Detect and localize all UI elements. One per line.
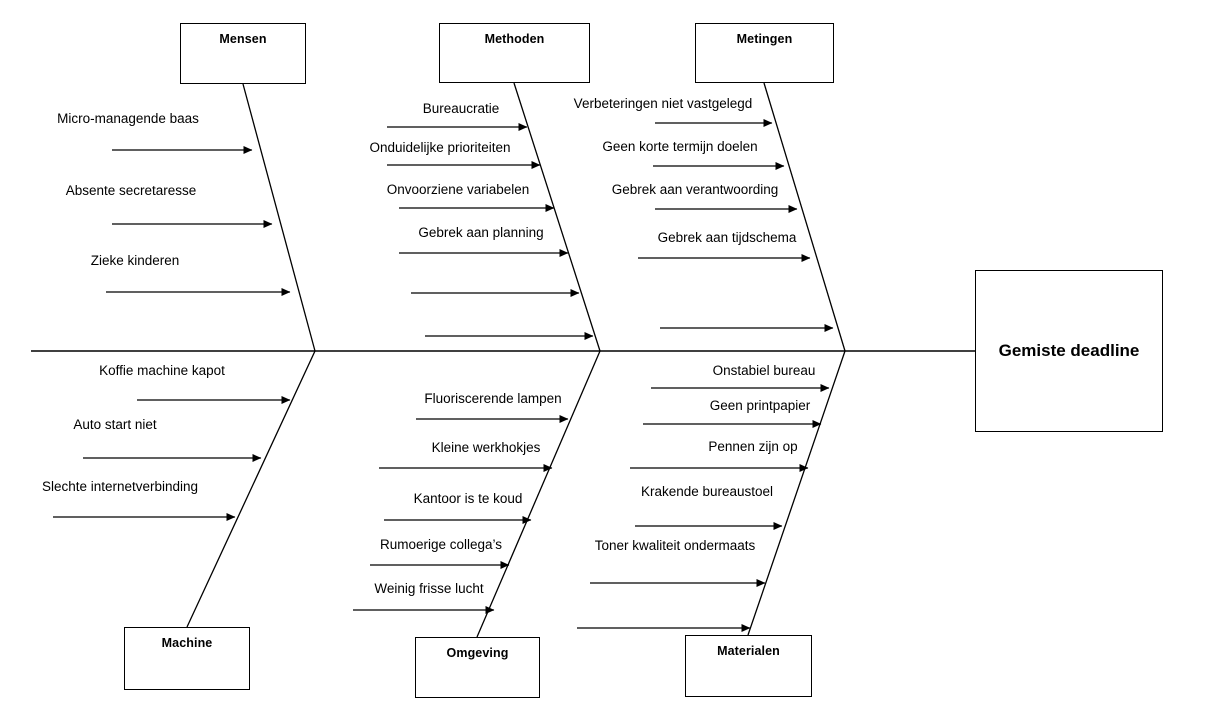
cause-label-omgeving-1: Fluoriscerende lampen [424, 391, 562, 406]
category-label-mensen: Mensen [219, 32, 267, 46]
cause-label-metingen-1: Verbeteringen niet vastgelegd [573, 96, 753, 111]
rib-materialen [747, 350, 846, 636]
effect-box[interactable]: Gemiste deadline [975, 270, 1163, 432]
cause-label-methoden-2: Onduidelijke prioriteiten [369, 140, 511, 155]
category-label-metingen: Metingen [736, 32, 793, 46]
category-box-materialen[interactable]: Materialen [685, 635, 812, 697]
rib-methoden [513, 82, 601, 352]
rib-metingen [763, 82, 846, 352]
cause-label-machine-3: Slechte internetverbinding [41, 479, 199, 494]
category-box-omgeving[interactable]: Omgeving [415, 637, 540, 698]
category-box-methoden[interactable]: Methoden [439, 23, 590, 83]
cause-label-materialen-3: Pennen zijn op [708, 439, 798, 454]
cause-label-methoden-1: Bureaucratie [422, 101, 500, 116]
cause-label-materialen-2: Geen printpapier [709, 398, 811, 413]
category-label-machine: Machine [161, 636, 213, 650]
category-label-methoden: Methoden [484, 32, 545, 46]
cause-label-materialen-1: Onstabiel bureau [712, 363, 816, 378]
effect-label: Gemiste deadline [998, 341, 1140, 360]
cause-label-metingen-2: Geen korte termijn doelen [602, 139, 758, 154]
cause-label-metingen-3: Gebrek aan verantwoording [611, 182, 779, 197]
cause-label-mensen-1: Micro-managende baas [57, 111, 199, 126]
cause-label-methoden-4: Gebrek aan planning [418, 225, 544, 240]
category-box-metingen[interactable]: Metingen [695, 23, 834, 83]
cause-label-omgeving-5: Weinig frisse lucht [374, 581, 484, 596]
cause-label-machine-1: Koffie machine kapot [99, 363, 225, 378]
category-label-materialen: Materialen [717, 644, 780, 658]
category-label-omgeving: Omgeving [446, 646, 509, 660]
rib-omgeving [476, 350, 601, 638]
cause-label-mensen-2: Absente secretaresse [65, 183, 197, 198]
cause-label-omgeving-3: Kantoor is te koud [413, 491, 523, 506]
cause-label-omgeving-4: Rumoerige collega’s [379, 537, 503, 552]
cause-label-omgeving-2: Kleine werkhokjes [431, 440, 541, 455]
cause-label-materialen-4: Krakende bureaustoel [640, 484, 774, 499]
cause-label-materialen-5: Toner kwaliteit ondermaats [594, 538, 756, 553]
category-box-machine[interactable]: Machine [124, 627, 250, 690]
rib-mensen [242, 83, 316, 352]
cause-label-methoden-3: Onvoorziene variabelen [386, 182, 530, 197]
cause-label-mensen-3: Zieke kinderen [90, 253, 180, 268]
cause-label-metingen-4: Gebrek aan tijdschema [657, 230, 797, 245]
category-box-mensen[interactable]: Mensen [180, 23, 306, 84]
cause-label-machine-2: Auto start niet [73, 417, 157, 432]
rib-machine [186, 350, 316, 628]
